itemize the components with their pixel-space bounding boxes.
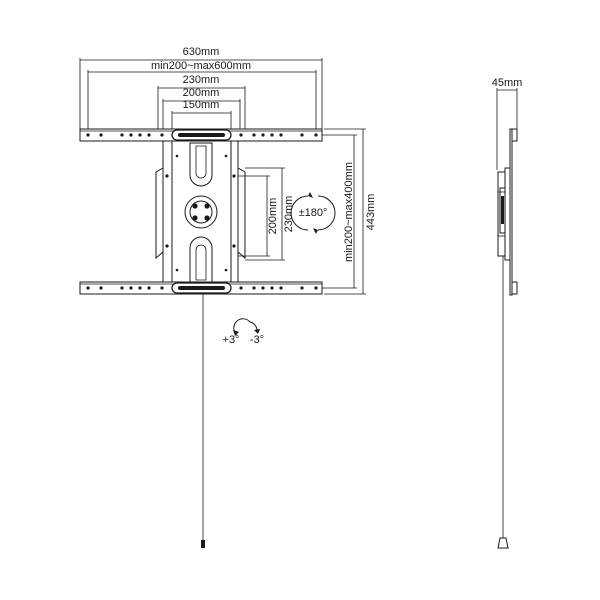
bottom-rail	[79, 281, 323, 295]
tilt-arrow-icon	[233, 318, 260, 336]
side-view: 45mm	[492, 77, 523, 549]
dim-630-label: 630mm	[183, 46, 220, 58]
front-view: 630mm min200~max600mm 230mm 200mm 150mm	[79, 46, 377, 548]
dim-230-top-label: 230mm	[183, 74, 220, 86]
dim-arm-range-label: min200~max600mm	[151, 60, 251, 72]
top-rail	[79, 128, 323, 142]
side-bracket	[497, 128, 518, 296]
dim-443-label: 443mm	[365, 194, 377, 231]
side-cord	[497, 256, 509, 549]
dim-200-vertical-label: 200mm	[267, 198, 279, 235]
pull-cord	[201, 294, 205, 548]
dim-230-vertical-label: 230mm	[283, 196, 295, 233]
dim-45-label: 45mm	[492, 77, 523, 89]
dim-200-top-label: 200mm	[183, 87, 220, 99]
rotation-arrow-icon	[290, 192, 336, 234]
tilt-plus-label: +3°	[223, 334, 240, 346]
rotation-label: ±180°	[299, 207, 328, 219]
dim-150-top-label: 150mm	[183, 99, 220, 111]
tilt-minus-label: -3°	[250, 334, 264, 346]
wall-plate	[155, 139, 246, 287]
dim-rail-range-label: min200~max400mm	[343, 162, 355, 262]
dimension-lines-right	[238, 128, 366, 295]
